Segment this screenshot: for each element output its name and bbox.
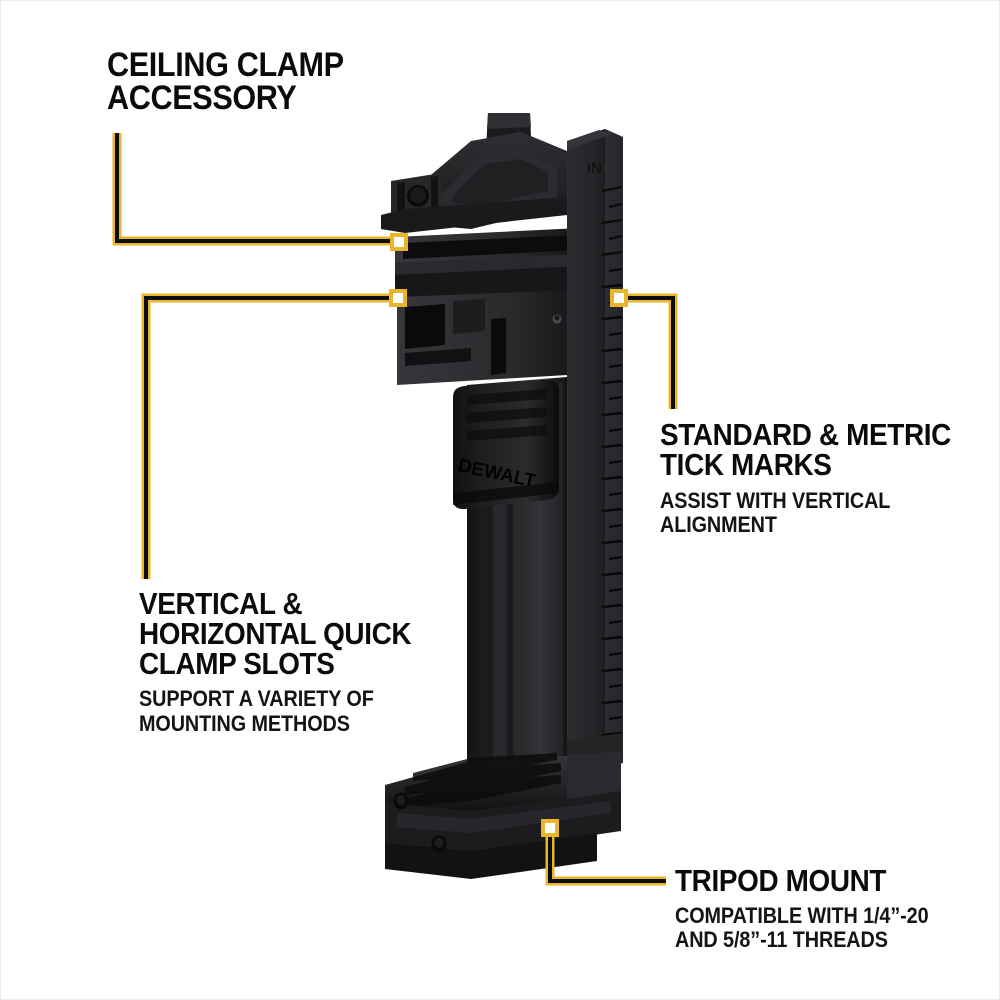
callout-tick-marks-headline: STANDARD & METRIC TICK MARKS — [660, 417, 951, 482]
scale-unit-label: IN — [587, 160, 602, 177]
callout-tripod-mount: TRIPOD MOUNT COMPATIBLE WITH 1/4”-20 AND… — [675, 863, 999, 953]
leader-endpoint-markers — [389, 233, 628, 837]
leader-ceiling-clamp — [112, 133, 399, 246]
callout-tripod-mount-subline: COMPATIBLE WITH 1/4”-20 AND 5/8”-11 THRE… — [675, 902, 929, 953]
callout-ceiling-clamp: CEILING CLAMP ACCESSORY — [107, 46, 527, 117]
tick-marks — [601, 185, 623, 737]
callout-tick-marks: STANDARD & METRIC TICK MARKS ASSIST WITH… — [660, 417, 999, 538]
callout-clamp-slots-subline: SUPPORT A VARIETY OF MOUNTING METHODS — [139, 686, 374, 736]
leader-tick-marks — [619, 293, 678, 409]
dewalt-lever: DEWALT — [453, 379, 559, 510]
callout-clamp-slots: VERTICAL & HORIZONTAL QUICK CLAMP SLOTS … — [139, 586, 469, 737]
leader-lines — [112, 133, 678, 886]
callout-ceiling-clamp-headline: CEILING CLAMP ACCESSORY — [107, 46, 344, 117]
leader-tripod-mount — [545, 828, 666, 886]
tripod-mount-base — [385, 751, 621, 879]
leader-clamp-slots — [141, 293, 398, 579]
callout-tick-marks-subline: ASSIST WITH VERTICAL ALIGNMENT — [660, 487, 891, 538]
product-body: IN — [381, 113, 623, 879]
ceiling-clamp-accessory — [381, 113, 567, 233]
tick-mark-ruler: IN — [567, 129, 623, 773]
callout-clamp-slots-headline: VERTICAL & HORIZONTAL QUICK CLAMP SLOTS — [139, 586, 412, 681]
vertical-clamp-slot — [397, 289, 601, 385]
callout-tripod-mount-headline: TRIPOD MOUNT — [675, 863, 887, 898]
horizontal-clamp-slot — [395, 227, 601, 303]
